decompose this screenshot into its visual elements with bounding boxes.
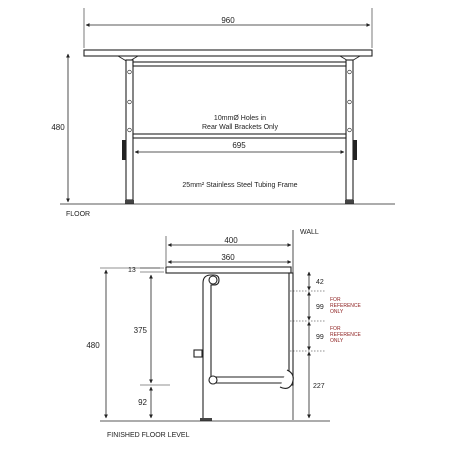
front-inner-width-dimension: 695 <box>134 141 345 154</box>
hole-gap2-label: 99 <box>316 334 324 341</box>
hole-gap1-label: 99 <box>316 304 324 311</box>
hole-top-label: 42 <box>316 279 324 286</box>
svg-text:ONLY: ONLY <box>330 338 344 344</box>
frame-note: 25mm² Stainless Steel Tubing Frame <box>182 182 297 189</box>
front-inner-width-label: 695 <box>232 141 246 150</box>
front-height-dimension: 480 <box>51 53 70 203</box>
svg-text:REFERENCE: REFERENCE <box>330 303 362 309</box>
side-top-thickness-label: 13 <box>128 267 136 274</box>
svg-text:FOR: FOR <box>330 297 341 303</box>
svg-text:FOR: FOR <box>330 326 341 332</box>
hole-bottom-label: 227 <box>313 383 325 390</box>
front-top-rail <box>132 61 347 67</box>
holes-note-line2: Rear Wall Brackets Only <box>202 124 278 131</box>
reference-note-1: FOR REFERENCE ONLY <box>330 297 362 315</box>
front-table-top <box>83 49 373 57</box>
side-foot-height-dimension: 92 <box>138 384 170 419</box>
front-width-dimension: 960 <box>83 8 373 48</box>
front-right-leg <box>345 59 357 204</box>
front-left-leg <box>122 59 134 204</box>
side-rail-height-dimension: 375 <box>134 274 153 384</box>
front-mid-rail <box>132 133 347 139</box>
side-seat-depth-label: 360 <box>221 253 235 262</box>
front-width-label: 960 <box>221 16 235 25</box>
side-view: WALL 400 360 13 <box>86 229 361 439</box>
side-height-dimension: 480 <box>86 267 160 419</box>
side-floor-label: FINISHED FLOOR LEVEL <box>107 432 190 439</box>
side-seat-depth-dimension: 360 <box>167 253 292 264</box>
svg-text:ONLY: ONLY <box>330 309 344 315</box>
front-view: 960 480 <box>51 8 395 218</box>
front-floor-label: FLOOR <box>66 211 90 218</box>
front-height-label: 480 <box>51 123 65 132</box>
wall-bracket-plate <box>288 272 294 386</box>
side-frame-tube <box>193 274 294 421</box>
reference-note-2: FOR REFERENCE ONLY <box>330 326 362 344</box>
side-rail-height-label: 375 <box>134 326 148 335</box>
side-depth-label: 400 <box>224 236 238 245</box>
side-depth-dimension: 400 <box>165 236 292 266</box>
side-height-label: 480 <box>86 341 100 350</box>
holes-note-line1: 10mmØ Holes in <box>214 115 266 122</box>
side-foot-height-label: 92 <box>138 398 147 407</box>
hole-spacing-dimensions: 42 99 99 227 <box>290 271 326 419</box>
wall-label: WALL <box>300 229 319 236</box>
side-table-top <box>165 266 292 274</box>
svg-text:REFERENCE: REFERENCE <box>330 332 362 338</box>
